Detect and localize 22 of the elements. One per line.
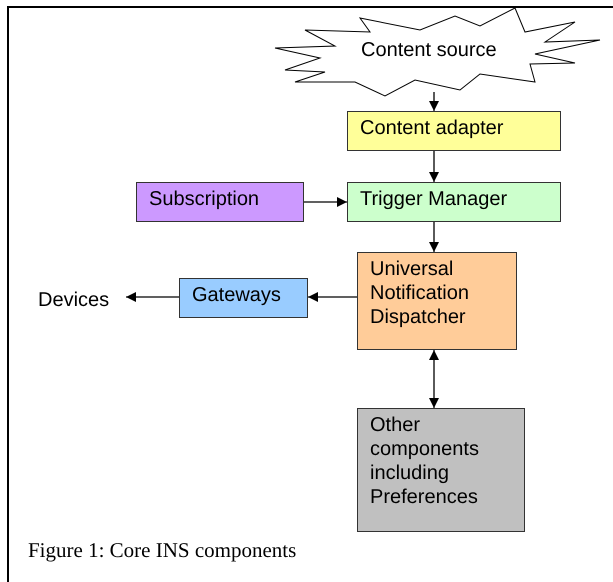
arrow xyxy=(308,292,357,302)
endpoint-label: Devices xyxy=(38,288,110,312)
arrow xyxy=(304,197,347,207)
box-label: Trigger Manager xyxy=(360,187,508,211)
process-box xyxy=(357,252,517,350)
arrow xyxy=(429,92,439,111)
process-box xyxy=(179,278,308,318)
box-label: Subscription xyxy=(149,187,260,211)
box-label: Universal Notification Dispatcher xyxy=(370,257,470,329)
process-box xyxy=(347,111,561,151)
process-box xyxy=(347,182,561,222)
box-label: Gateways xyxy=(192,283,282,307)
arrow xyxy=(429,222,439,252)
arrow xyxy=(126,292,179,302)
arrow xyxy=(429,350,439,408)
arrow xyxy=(429,151,439,182)
box-label: Other components including Preferences xyxy=(370,413,480,509)
process-box xyxy=(136,182,304,222)
figure-caption: Figure 1: Core INS components xyxy=(28,538,296,563)
shape-label: Content source xyxy=(361,38,497,62)
process-box xyxy=(357,408,525,532)
box-label: Content adapter xyxy=(360,116,504,140)
